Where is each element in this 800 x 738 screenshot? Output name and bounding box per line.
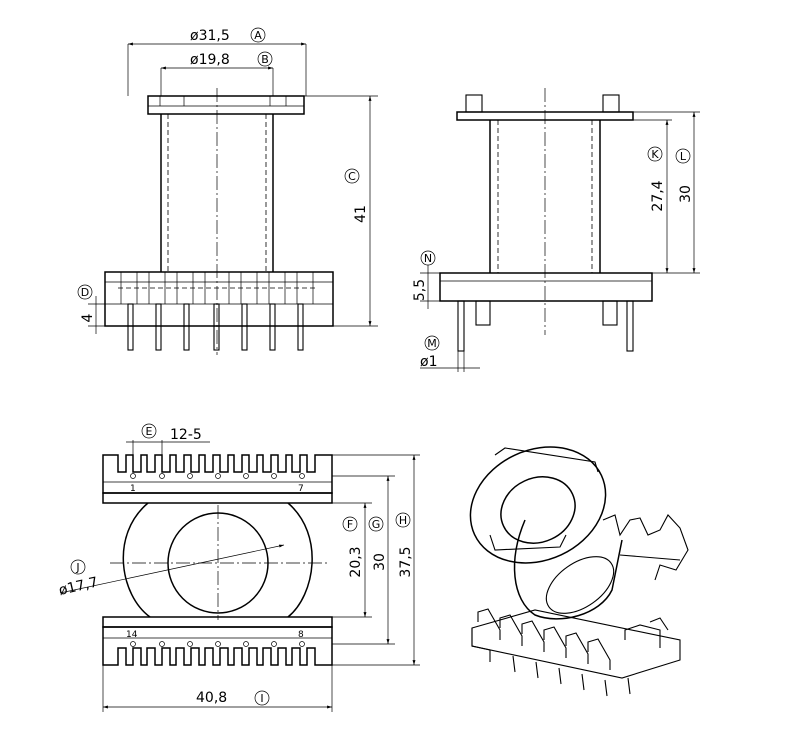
dim-f-text: 20,3 (348, 546, 364, 577)
front-pins (127, 303, 304, 351)
front-view: ø31,5 A ø19,8 B 41 C 4 D (77, 27, 378, 355)
iso-pins (489, 650, 631, 697)
dim-d-text: 4 (80, 313, 96, 322)
callout-b: B (261, 53, 269, 66)
callout-g: G (372, 518, 381, 531)
dim-m-text: ø1 (420, 354, 437, 370)
dim-n-text: 5,5 (412, 279, 428, 301)
side-view: 27,4 K 30 L 5,5 N ø1 M (412, 88, 700, 372)
lower-pin-holes (130, 641, 305, 647)
base-slots (120, 272, 314, 304)
dim-g-text: 30 (372, 553, 388, 571)
dim-b-text: ø19,8 (190, 52, 230, 68)
callout-e: E (146, 425, 153, 438)
callout-l: L (680, 150, 687, 163)
callout-j: J (75, 561, 79, 574)
dim-h-text: 37,5 (398, 546, 414, 577)
pin-label-1: 1 (130, 484, 136, 494)
dim-a-text: ø31,5 (190, 28, 230, 44)
iso-base-teeth (477, 608, 669, 670)
pin-label-7: 7 (298, 484, 304, 494)
callout-i: I (260, 692, 263, 705)
callout-c: C (348, 170, 356, 183)
pin-label-14: 14 (126, 630, 138, 640)
callout-m: M (427, 337, 437, 350)
upper-pin-holes (130, 473, 305, 479)
isometric-view (469, 446, 689, 697)
dim-i-text: 40,8 (196, 690, 227, 706)
callout-a: A (254, 29, 262, 42)
dim-j-text: ø17,7 (57, 574, 99, 599)
callout-h: H (399, 514, 407, 527)
callout-d: D (81, 286, 89, 299)
callout-k: K (651, 148, 659, 161)
callout-f: F (347, 518, 353, 531)
callout-n: N (424, 252, 432, 265)
top-view: 1 7 14 8 12-5 E 20,3 F (57, 423, 420, 712)
pin-label-8: 8 (298, 630, 304, 640)
dim-l-text: 30 (678, 185, 694, 203)
dim-k-text: 27,4 (650, 180, 666, 211)
dim-e-text: 12-5 (170, 427, 202, 443)
dim-c-text: 41 (353, 205, 369, 223)
